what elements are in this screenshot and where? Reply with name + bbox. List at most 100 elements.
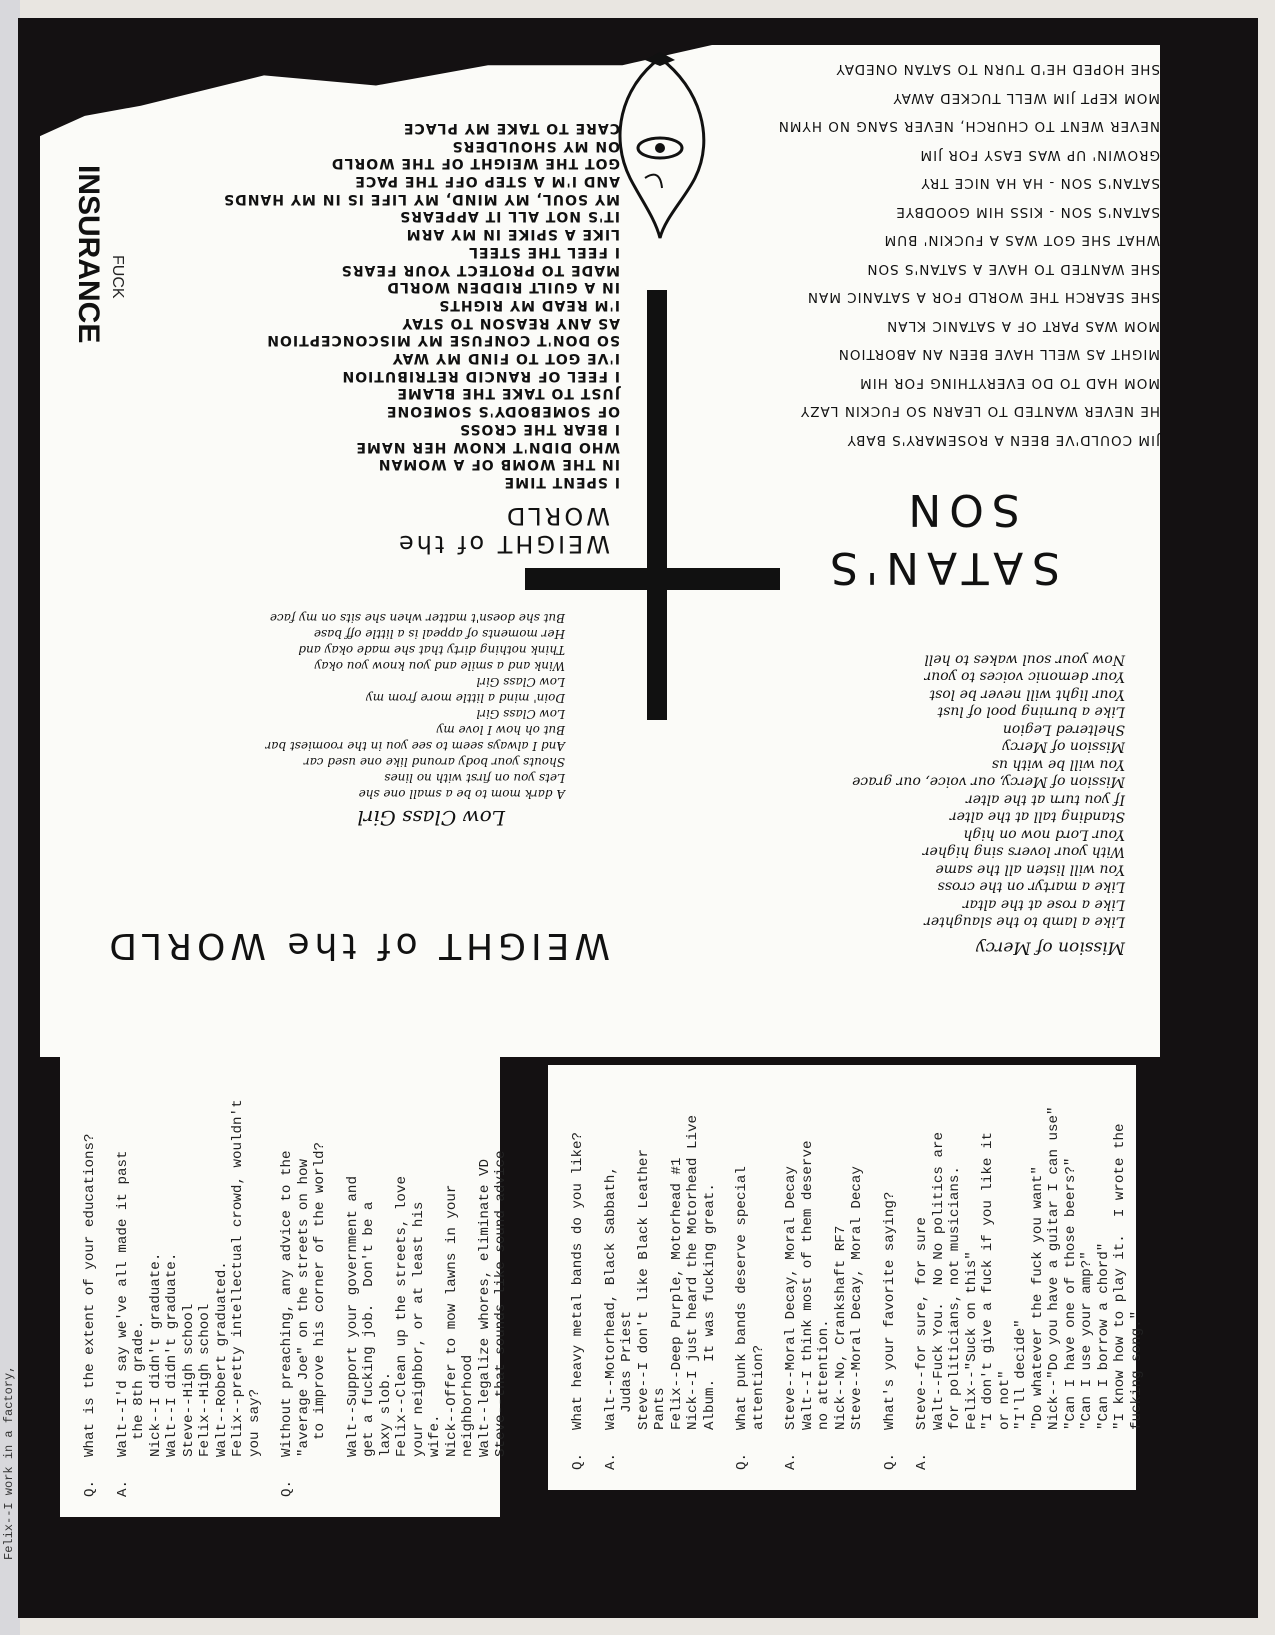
lyric-line: MY SOUL, MY MIND, MY LIFE IS IN MY HANDS	[223, 190, 620, 207]
qa-line: Walt--Support your government and	[344, 1176, 361, 1457]
lyric-line: A dark mom to be a small one she	[358, 787, 565, 801]
qa-tag: Q.	[570, 1452, 586, 1470]
lyric-line: HE NEVER WANTED TO LEARN SO FUCKIN LAZY	[799, 403, 1160, 420]
lyric-line: Lets you on first with no lines	[384, 771, 565, 785]
qa-line: "I'll decide"	[1013, 1319, 1029, 1430]
qa-body: What heavy metal bands do you like?	[570, 1132, 587, 1430]
weight-of-the-world-small-title: WEIGHT of the WORLD	[395, 502, 610, 558]
inverted-cross-horizontal	[525, 568, 780, 590]
lyric-line: MOM KEPT JIM WELL TUCKED AWAY	[892, 90, 1160, 106]
weight-of-the-world-big-title: WEIGHT of the WORLD	[104, 925, 610, 966]
qa-line: your neighbor, or at least his	[410, 1201, 427, 1457]
qa-line: to improve his corner of the world?	[312, 1141, 328, 1457]
lyric-line: GROWIN' UP WAS EASY FOR JIM	[919, 147, 1160, 163]
lyric-line: Standing tall at the alter	[949, 809, 1125, 825]
qa-line: "I know how to play it. I wrote the	[1112, 1123, 1128, 1431]
band-name-insurance: INSURANCE	[72, 165, 105, 344]
qa-line: Walt--I didn't graduate.	[164, 1252, 180, 1457]
qa-line: "Can I have one of those beers?"	[1062, 1157, 1079, 1430]
qa-line: Felix--Clean up the streets, love	[394, 1176, 410, 1457]
qa-line: or not"	[996, 1370, 1013, 1430]
qa-line: get a fucking job. Don't be a	[361, 1201, 377, 1457]
qa-line: the 8th grade.	[131, 1320, 147, 1457]
qa-body: Walt--Motorhead, Black Sabbath, Judas Pr…	[603, 1115, 719, 1430]
qa-line: wife.	[427, 1414, 443, 1457]
lyric-line: Her moments of appeal is a little off ba…	[313, 627, 565, 641]
lyric-line: I FEEL THE STEEL	[468, 243, 620, 260]
qa-line: fucking song."	[1128, 1310, 1145, 1430]
qa-line: "Can I use your amp?"	[1079, 1251, 1095, 1430]
qa-line: Album. It was fucking great.	[701, 1183, 718, 1430]
lyric-line: AS ANY REASON TO STAY	[401, 314, 620, 331]
lyric-line: With your lovers sing higher	[922, 844, 1125, 860]
lyric-line: MOM HAD TO DO EVERYTHING FOR HIM	[859, 375, 1160, 391]
lyric-line: If you turn at the alter	[966, 791, 1125, 808]
qa-body: What is the extent of your educations?	[82, 1133, 99, 1457]
lyric-line: I FEEL OF RANCID RETRIBUTION	[341, 367, 620, 384]
interview-entry: Q. Without preaching, any advice to the"a…	[279, 1075, 329, 1497]
lyric-line: Your demonic voices to your	[924, 669, 1125, 685]
lyric-line: Sheltered Legion	[1002, 721, 1125, 738]
qa-line: laxy slob.	[377, 1371, 394, 1457]
satans-son-title-line: SATAN'S	[822, 542, 1060, 593]
qa-tag: Q.	[279, 1479, 295, 1497]
qa-line: Steve--I don't like Black Leather	[635, 1149, 652, 1430]
lyric-line: CARE TO TAKE MY PLACE	[402, 119, 620, 136]
lyric-line: Like a burning pool of lust	[937, 704, 1126, 720]
inverted-cross-vertical	[647, 290, 667, 720]
low-class-girl-title: Low Class Girl	[357, 806, 505, 830]
lyric-line: Wink and a smile and you know you okay	[314, 659, 565, 673]
lyric-line: IT'S NOT ALL IT APPEARS	[399, 208, 620, 225]
interview-panel-left: Q. What is the extent of your educations?…	[60, 1055, 509, 1517]
lyric-line: Shouts your body around like one used ca…	[303, 755, 565, 769]
qa-line: attention?	[750, 1344, 767, 1430]
lyric-line: SATAN'S SON - KISS HIM GOODBYE	[895, 204, 1160, 220]
mission-of-mercy-title: Mission of Mercy	[976, 937, 1125, 958]
lyric-line: SHE HOPED HE'D TURN TO SATAN ONEDAY	[835, 61, 1161, 78]
qa-body: Without preaching, any advice to the"ave…	[279, 1142, 329, 1457]
interview-entry: Q. What is the extent of your educations?	[82, 1075, 99, 1497]
qa-line: What heavy metal bands do you like?	[570, 1132, 586, 1430]
qa-tag: A.	[914, 1452, 930, 1470]
qa-line: Nick--I just heard the Motorhead Live	[685, 1114, 701, 1430]
qa-line: "average Joe" on the streets on how	[295, 1159, 312, 1457]
qa-line: Walt--Robert graduated.	[213, 1261, 230, 1457]
qa-tag	[345, 1457, 510, 1497]
lyric-line: Like a martyr on the cross	[937, 879, 1125, 895]
lyric-line: NEVER WENT TO CHURCH, NEVER SANG NO HYMN	[777, 118, 1160, 135]
qa-tag: A.	[783, 1452, 799, 1470]
qa-line: Felix--pretty intellectual crowd, wouldn…	[230, 1099, 246, 1457]
lyric-line: MIGHT AS WELL HAVE BEEN AN ABORTION	[837, 346, 1160, 363]
lyric-line: Mission of Mercy	[1002, 739, 1125, 755]
fuck-label: FUCK	[109, 255, 126, 299]
lyric-line: LIKE A SPIKE IN MY ARM	[405, 225, 620, 242]
lyric-line: Mission of Mercy, our voice, our grace	[852, 774, 1125, 790]
lyric-line: I BEAR THE CROSS	[458, 420, 620, 437]
qa-line: Without preaching, any advice to the	[279, 1150, 295, 1458]
qa-line: "Do whatever the fuck you want"	[1029, 1166, 1046, 1430]
qa-body: Walt--I'd say we've all made it past the…	[115, 1099, 264, 1457]
qa-line: Steve--Moral Decay, Moral Decay	[783, 1166, 799, 1430]
qa-line: Pants	[652, 1387, 668, 1430]
lyric-line: You will be with us	[991, 756, 1125, 773]
lyric-line: JIM COULD'VE BEEN A ROSEMARY'S BABY	[846, 432, 1160, 448]
interview-right-text: Q. What heavy metal bands do you like? A. W…	[548, 1065, 1145, 1490]
qa-tag: A.	[602, 1452, 619, 1470]
qa-line: What is the extent of your educations?	[82, 1133, 98, 1457]
lyric-line: SATAN'S SON - HA HA NICE TRY	[920, 175, 1160, 192]
lyric-line: GOT THE WEIGHT OF THE WORLD	[330, 155, 620, 172]
qa-line: neighborhood	[460, 1354, 476, 1457]
lyric-line: But she doesn't matter when she sits on …	[269, 611, 565, 625]
lyric-line: Your light will never be lost	[929, 686, 1125, 703]
qa-line: Walt--legalize whores, eliminate VD	[476, 1159, 493, 1457]
qa-tag: Q.	[82, 1479, 98, 1497]
qa-line: "Can I borrow a chord"	[1095, 1242, 1112, 1430]
qa-line: Steve--for sure, for sure	[914, 1217, 930, 1430]
